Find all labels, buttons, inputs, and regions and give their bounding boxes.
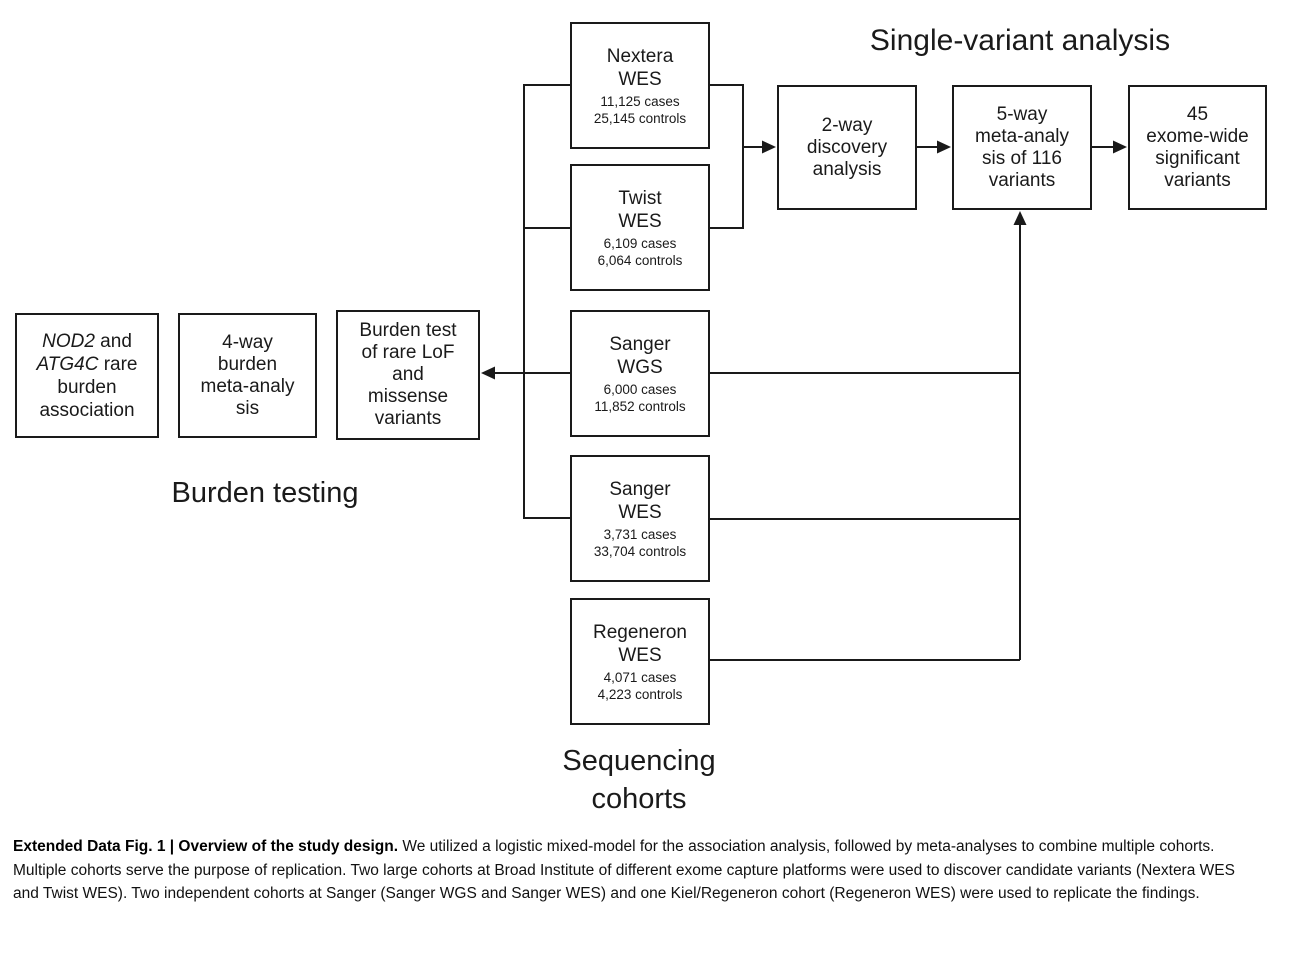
box-line-text: rare bbox=[98, 353, 138, 375]
box-line: significant bbox=[1155, 147, 1240, 169]
box-line: burden bbox=[57, 376, 117, 398]
cohort-name-line: WES bbox=[618, 68, 662, 90]
cohort-name: Twist WES bbox=[618, 187, 661, 233]
cohort-name-line: Nextera bbox=[606, 45, 674, 67]
box-line: 5-way bbox=[996, 103, 1048, 125]
cohort-cases: 3,731 cases bbox=[603, 526, 677, 542]
left-collector-line bbox=[523, 84, 570, 519]
cohort-box-twist-wes: Twist WES 6,109 cases 6,064 controls bbox=[570, 164, 710, 291]
cohort-name: Regeneron WES bbox=[593, 621, 687, 667]
box-line: 2-way bbox=[821, 114, 873, 136]
cohort-name-line: Sanger bbox=[609, 478, 671, 500]
cohort-box-nextera-wes: Nextera WES 11,125 cases 25,145 controls bbox=[570, 22, 710, 149]
box-line: meta-analy bbox=[200, 375, 295, 397]
significant-variants-box: 45 exome-wide significant variants bbox=[1128, 85, 1267, 210]
single-variant-analysis-title: Single-variant analysis bbox=[869, 24, 1171, 57]
cohort-name-line: WGS bbox=[617, 356, 663, 378]
cohort-cases: 4,071 cases bbox=[603, 669, 677, 685]
box-line-text: and bbox=[94, 330, 132, 352]
sequencing-cohorts-title-line2: cohorts bbox=[591, 783, 687, 815]
box-line: 45 bbox=[1186, 103, 1209, 125]
cohort-name-line: Sanger bbox=[609, 333, 671, 355]
box-line: 4-way bbox=[222, 331, 273, 353]
sequencing-cohorts-title-line1: Sequencing bbox=[562, 745, 716, 777]
cohort-name-line: WES bbox=[618, 501, 662, 523]
burden-test-box: Burden test of rare LoF and missense var… bbox=[336, 310, 480, 440]
cohort-cases: 6,000 cases bbox=[603, 381, 677, 397]
box-line: of rare LoF bbox=[361, 342, 455, 363]
cohort-controls: 4,223 controls bbox=[597, 686, 683, 702]
arrowhead-into-burden-test bbox=[481, 366, 495, 380]
box-line: burden bbox=[217, 353, 278, 375]
arrowhead-into-five-way bbox=[937, 140, 951, 154]
cohort-controls: 25,145 controls bbox=[593, 110, 687, 126]
cohort-name-line: Regeneron bbox=[592, 621, 688, 643]
cohort-cases: 11,125 cases bbox=[600, 93, 680, 109]
box-line: meta-analy bbox=[975, 125, 1069, 147]
cohort-controls: 33,704 controls bbox=[593, 543, 687, 559]
box-line: association bbox=[39, 399, 135, 421]
figure-caption: Extended Data Fig. 1 | Overview of the s… bbox=[13, 835, 1253, 906]
box-line: variants bbox=[1164, 169, 1231, 191]
box-line: Burden test bbox=[359, 320, 457, 341]
box-line: variants bbox=[988, 169, 1056, 191]
box-line: sis of 116 bbox=[982, 147, 1062, 169]
four-way-burden-meta-analysis-box: 4-way burden meta-analy sis bbox=[178, 313, 317, 438]
figure-caption-title: Extended Data Fig. 1 | Overview of the s… bbox=[13, 838, 399, 855]
box-line: missense bbox=[367, 386, 449, 407]
box-line: sis bbox=[235, 397, 260, 419]
cohort-box-sanger-wes: Sanger WES 3,731 cases 33,704 controls bbox=[570, 455, 710, 582]
box-line: exome-wide bbox=[1146, 125, 1249, 147]
arrowhead-up-into-five-way bbox=[1013, 211, 1027, 225]
arrowhead-into-significant bbox=[1113, 140, 1127, 154]
cohort-name-line: WES bbox=[618, 210, 662, 232]
gene-name-italic: NOD2 bbox=[42, 330, 95, 352]
box-line: NOD2 and bbox=[42, 330, 132, 353]
box-line: and bbox=[392, 364, 424, 385]
cohort-controls: 11,852 controls bbox=[594, 398, 686, 414]
two-way-discovery-box: 2-way discovery analysis bbox=[777, 85, 917, 210]
cohort-name: Sanger WES bbox=[609, 478, 670, 524]
cohort-name-line: WES bbox=[618, 644, 662, 666]
gene-name-italic: ATG4C bbox=[36, 353, 99, 375]
cohort-cases: 6,109 cases bbox=[603, 235, 677, 251]
burden-testing-title: Burden testing bbox=[171, 477, 359, 509]
cohort-name: Nextera WES bbox=[607, 45, 674, 91]
nod2-atg4c-association-box: NOD2 and ATG4C rare burden association bbox=[15, 313, 159, 438]
cohort-box-regeneron-wes: Regeneron WES 4,071 cases 4,223 controls bbox=[570, 598, 710, 725]
arrowhead-into-two-way bbox=[762, 140, 776, 154]
box-line: ATG4C rare bbox=[36, 353, 137, 376]
cohort-name-line: Twist bbox=[618, 187, 662, 209]
discovery-collector-line bbox=[710, 84, 744, 229]
cohort-name: Sanger WGS bbox=[609, 333, 670, 379]
cohort-box-sanger-wgs: Sanger WGS 6,000 cases 11,852 controls bbox=[570, 310, 710, 437]
box-line: variants bbox=[374, 408, 442, 429]
box-line: discovery bbox=[806, 136, 888, 158]
five-way-meta-analysis-box: 5-way meta-analy sis of 116 variants bbox=[952, 85, 1092, 210]
cohort-controls: 6,064 controls bbox=[597, 252, 683, 268]
figure-caption-body: We utilized a logistic mixed-model for t… bbox=[13, 838, 1235, 902]
sequencing-cohorts-title: Sequencing cohorts bbox=[489, 742, 789, 818]
box-line: analysis bbox=[812, 158, 882, 180]
